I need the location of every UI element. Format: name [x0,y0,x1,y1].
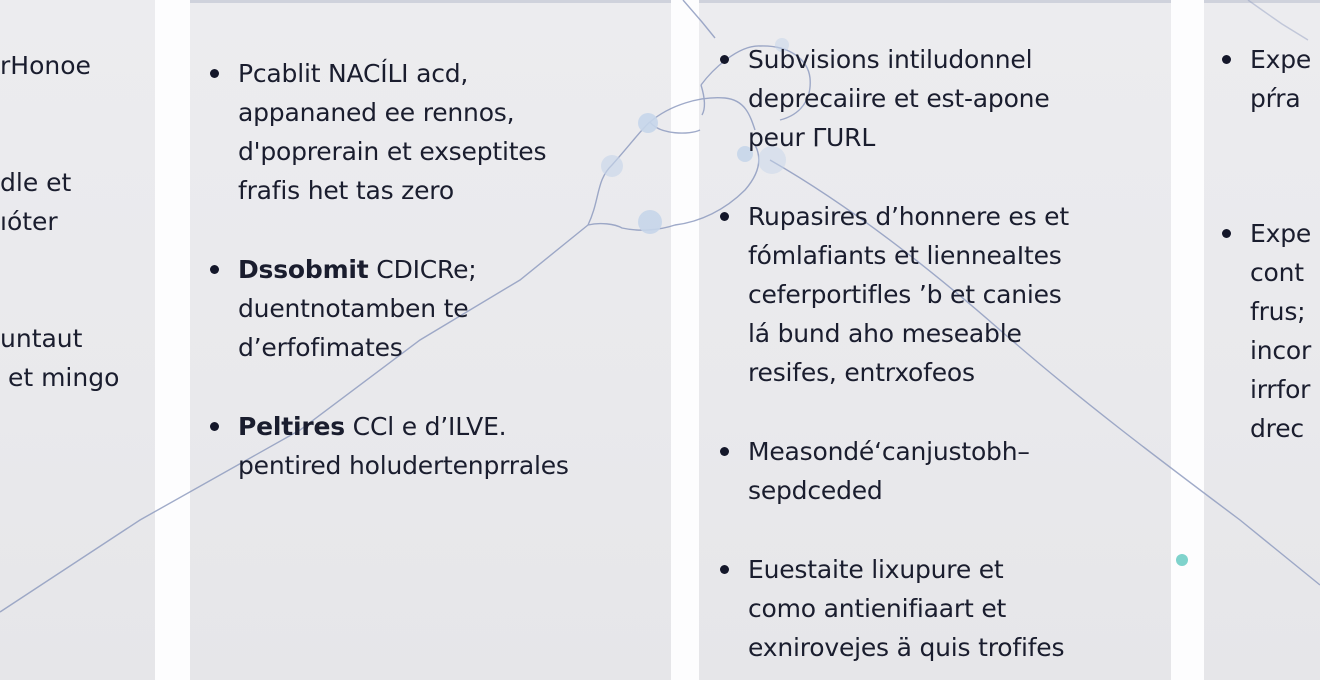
bullet-item: Subvisions intiludonnel deprecaiire et e… [700,40,1069,157]
text-line: fómlafiants et lienneaItes [748,241,1062,270]
spacer [0,241,119,280]
text-line: Subvisions intiludonnel [748,45,1033,74]
bullet-item: Peltires CCl e d’ILVE. pentired holudert… [190,407,569,485]
text-line: frafis het tas zero [238,176,454,205]
bullet-item: Measondé‘canjustobh– sepdceded [700,432,1069,510]
text-line: duentnotamben te [238,294,469,323]
panel-1-text: rHonoe dle et ıóter untaut et mingo [0,46,119,397]
text-line: como antienifiaart et [748,594,1007,623]
text-line: d'poprerain et exseptites [238,137,547,166]
text-line: rHonoe [0,51,91,80]
text-line: Euestaite lixupure et [748,555,1004,584]
text-line: exnirovejes ä quis trofifes [748,633,1065,662]
text-line: appananed ee rennos, [238,98,515,127]
text-line: lá bund aho meseable [748,319,1022,348]
text-line: cont [1250,258,1304,287]
panel-2-bullet-list: Pcablit NACÍLI acd, appananed ee rennos,… [190,54,569,485]
spacer [0,280,119,319]
text-line: Measondé‘canjustobh– [748,437,1030,466]
bullet-item: Dssobmit CDICRe; duentnotamben te d’erfo… [190,250,569,367]
text-line: peur ΓURL [748,123,876,152]
bold-term: Dssobmit [238,255,369,284]
teal-dot [1176,554,1188,566]
text-line: Peltires CCl e d’ILVE. [238,407,569,446]
bullet-item: Expe cont frus; incor irrfor drec [1202,214,1311,448]
text-line: ıóter [0,207,58,236]
text-line: untaut [0,324,83,353]
text-line: frus; [1250,297,1306,326]
text-line: pentired holudertenprrales [238,451,569,480]
text-span: CDICRe; [368,255,477,284]
text-line: pŕra [1250,84,1301,113]
text-line: Rupasires d’honnere es et [748,202,1069,231]
bullet-item: Rupasires d’honnere es et fómlafiants et… [700,197,1069,392]
text-line: ceferportifles ’b et canies [748,280,1062,309]
text-line: Expe [1250,219,1312,248]
panel-4-bullet-list: Expe pŕra Expe cont frus; incor irrfor d… [1202,40,1311,448]
text-line: deprecaiire et est-apone [748,84,1050,113]
spacer [0,124,119,163]
text-line: dle et [0,168,72,197]
spacer [0,85,119,124]
text-line: resifes, entrxofeos [748,358,975,387]
text-line: d’erfofimates [238,333,403,362]
text-line: Expe [1250,45,1312,74]
text-line: drec [1250,414,1304,443]
text-line: Dssobmit CDICRe; [238,250,569,289]
text-line: et mingo [0,363,120,392]
bullet-item: Pcablit NACÍLI acd, appananed ee rennos,… [190,54,569,210]
bullet-item: Euestaite lixupure et como antienifiaart… [700,550,1069,667]
panel-3-bullet-list: Subvisions intiludonnel deprecaiire et e… [700,40,1069,667]
bold-term: Peltires [238,412,345,441]
text-span: CCl e d’ILVE. [344,412,507,441]
text-line: Pcablit NACÍLI acd, [238,59,469,88]
text-line: sepdceded [748,476,883,505]
text-line: incor [1250,336,1312,365]
bullet-item: Expe pŕra [1202,40,1311,118]
text-line: irrfor [1250,375,1311,404]
